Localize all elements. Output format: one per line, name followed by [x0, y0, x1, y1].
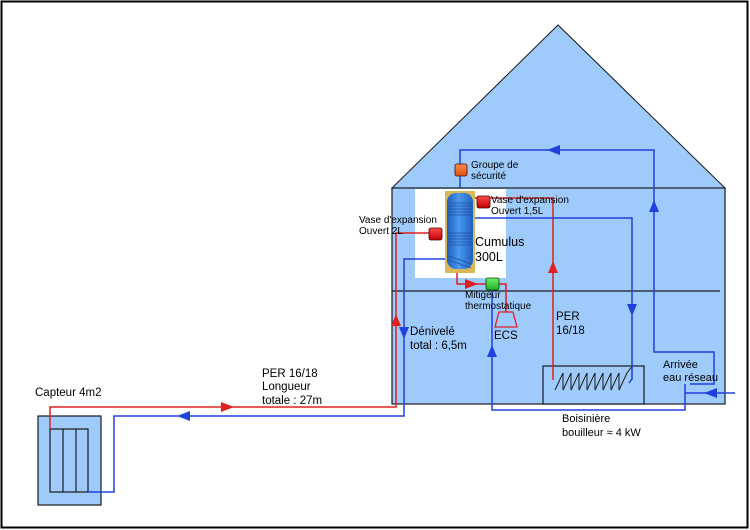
safety-group-label-1: Groupe de	[471, 160, 519, 171]
collector-label: Capteur 4m2	[35, 387, 101, 399]
ecs-outlet	[494, 311, 518, 328]
pipe-run-label-1: PER 16/18	[262, 368, 318, 380]
expansion-vessel-2	[428, 227, 443, 241]
hot-pipe-mixer-to-ecs	[499, 283, 507, 312]
pipe-run-label-2: Longueur	[262, 381, 311, 393]
expansion-vessel-1-label-2: Ouvert 1,5L	[491, 206, 544, 217]
mixer-label-1: Mitigeur	[465, 290, 501, 301]
expansion-vessel-2-label-2: Ouvert 2L	[359, 226, 403, 237]
mains-inlet-label-2: eau réseau	[663, 372, 718, 384]
hot-arrow-right-mixer	[465, 279, 478, 289]
tank-label-1: Cumulus	[475, 235, 524, 249]
ecs-label: ECS	[494, 330, 518, 342]
expansion-vessel-1-label-1: Vase d'expansion	[491, 195, 569, 206]
cold-pipe-safety-group	[459, 149, 715, 385]
boiler-label-1: Boisinière	[562, 413, 610, 425]
cold-arrow-left	[177, 411, 190, 421]
tank-body	[447, 193, 473, 269]
flow-arrows	[177, 145, 717, 421]
height-diff-label-1: Dénivelé	[410, 326, 455, 338]
mains-arrow-left	[704, 388, 717, 398]
safety-group	[454, 163, 468, 177]
boiler-pipe-label-2: 16/18	[556, 325, 585, 337]
cold-arrow-up-ecs	[487, 345, 497, 357]
pipe-run-label-3: totale : 27m	[262, 395, 322, 407]
cold-arrow-down	[399, 327, 409, 339]
boiler-pipe-label-1: PER	[556, 311, 580, 323]
cold-pipe-house-to-collector	[88, 258, 446, 493]
collector-panel	[49, 428, 89, 493]
safety-group-label-2: sécurité	[471, 171, 506, 182]
solar-collector	[37, 415, 102, 506]
hot-pipe-collector-to-house	[49, 232, 432, 429]
boiler-box	[542, 365, 645, 405]
hot-water-tank	[445, 191, 475, 273]
cold-arrow-down-boiler	[627, 304, 637, 316]
expansion-vessel-2-label-1: Vase d'expansion	[359, 215, 437, 226]
expansion-vessel-2-icon	[428, 227, 443, 241]
hot-arrow-right	[221, 402, 234, 412]
expansion-vessel-1-icon	[476, 195, 491, 209]
cold-arrow-up-mains	[649, 200, 659, 212]
cold-pipe-tank-to-boiler	[468, 217, 633, 384]
safety-group-icon	[454, 163, 468, 177]
expansion-vessel-1	[476, 195, 491, 209]
mains-inlet-label-1: Arrivée	[663, 359, 698, 371]
ecs-faucet-icon	[494, 311, 518, 328]
hot-arrow-up-boiler	[548, 261, 558, 273]
height-diff-label-2: total : 6,5m	[410, 340, 467, 352]
hot-arrow-up	[391, 314, 401, 326]
boiler-heat-coil	[554, 364, 634, 391]
mixer-label-2: thermostatique	[465, 301, 532, 312]
wood-stove-boiler	[542, 364, 645, 405]
tank-label-2: 300L	[475, 250, 503, 264]
boiler-label-2: bouilleur ≈ 4 kW	[562, 427, 641, 439]
cold-arrow-left-top	[547, 145, 560, 155]
tank-coils	[448, 202, 472, 269]
thermostatic-mixer	[485, 277, 500, 291]
mixer-icon	[485, 277, 500, 291]
